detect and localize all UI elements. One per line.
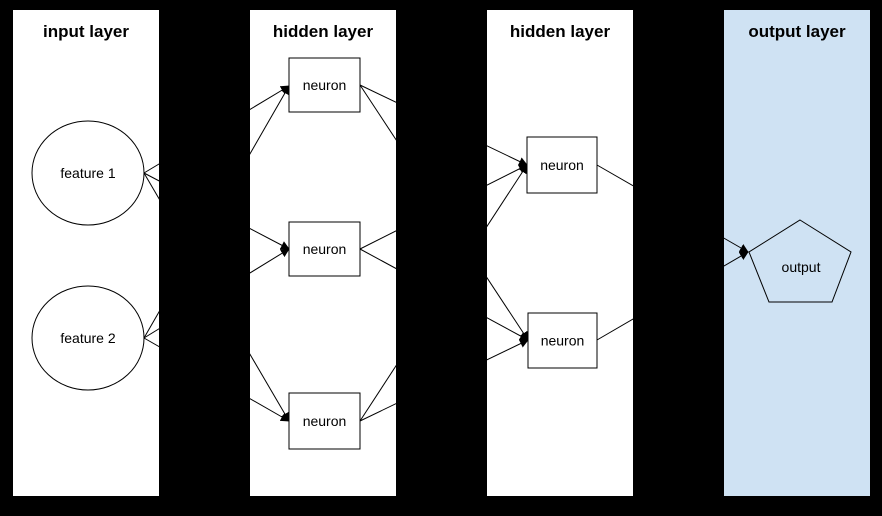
node-neuron-2 — [288, 221, 361, 277]
panel-title-output-layer: output layer — [748, 22, 846, 41]
panel-title-hidden-layer-2: hidden layer — [510, 22, 611, 41]
edge-neuron-3-to-neuron-4 — [359, 164, 528, 422]
edge-feature-1-to-neuron-3 — [143, 172, 290, 422]
node-label-neuron-1: neuron — [303, 77, 347, 93]
edge-neuron-2-to-neuron-4 — [359, 164, 528, 250]
edge-feature-2-to-neuron-1 — [143, 85, 290, 339]
panel-title-input-layer: input layer — [43, 22, 129, 41]
edge-feature-2-to-neuron-3 — [143, 337, 290, 422]
node-label-neuron-3: neuron — [303, 413, 347, 429]
node-feature-1 — [31, 120, 145, 226]
edge-neuron-4-to-output — [596, 164, 749, 253]
edge-neuron-1-to-neuron-5 — [359, 84, 529, 341]
edge-neuron-5-to-output — [596, 251, 749, 341]
edge-neuron-1-to-neuron-4 — [359, 84, 528, 166]
edge-feature-2-to-neuron-2 — [143, 248, 290, 339]
panel-input-layer — [13, 10, 159, 496]
node-label-output: output — [782, 259, 821, 275]
edge-neuron-3-to-neuron-5 — [359, 339, 529, 422]
node-label-feature-2: feature 2 — [60, 330, 115, 346]
node-label-neuron-2: neuron — [303, 241, 347, 257]
node-label-neuron-4: neuron — [540, 157, 584, 173]
edge-feature-1-to-neuron-1 — [143, 85, 290, 174]
node-neuron-4 — [526, 136, 598, 194]
node-neuron-1 — [288, 57, 361, 113]
node-label-feature-1: feature 1 — [60, 165, 115, 181]
node-label-neuron-5: neuron — [541, 333, 585, 349]
panel-title-hidden-layer-1: hidden layer — [273, 22, 374, 41]
edge-neuron-2-to-neuron-5 — [359, 248, 529, 341]
node-feature-2 — [31, 285, 145, 391]
node-neuron-5 — [527, 312, 598, 369]
node-output — [748, 219, 852, 303]
node-neuron-3 — [288, 392, 361, 450]
connection-edges — [143, 84, 749, 422]
network-nodes: feature 1 feature 2 neuron neuron neuron neur… — [31, 57, 852, 450]
panel-hidden-layer-2 — [487, 10, 633, 496]
